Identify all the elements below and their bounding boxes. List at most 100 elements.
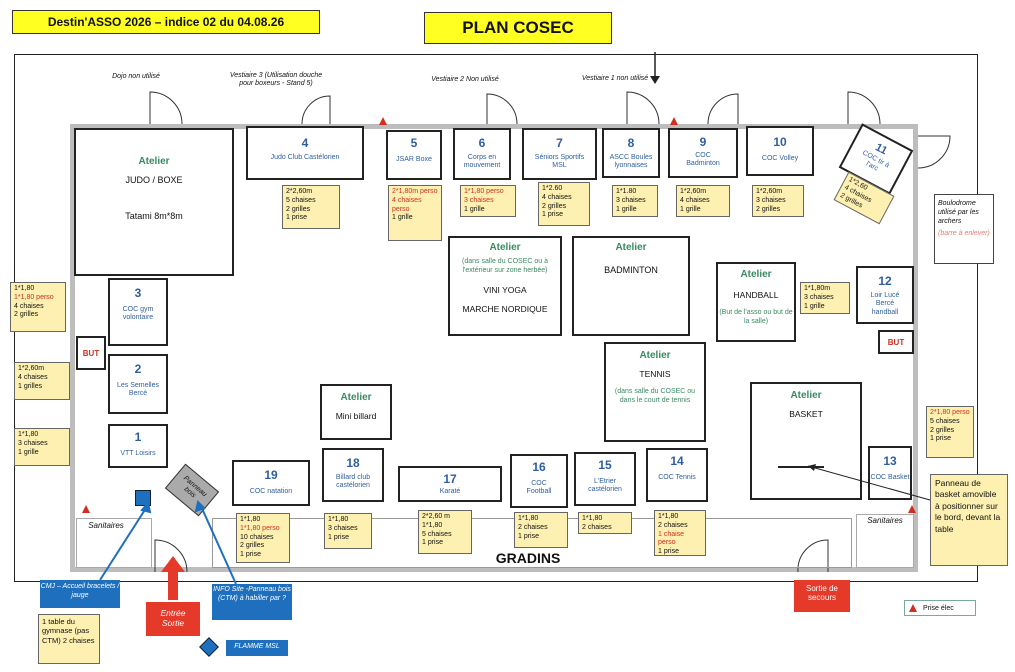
document-title: Destin'ASSO 2026 – indice 02 du 04.08.26 — [12, 10, 320, 34]
stand-name: COC gym volontaire — [122, 306, 154, 322]
stand-number: 3 — [134, 286, 142, 300]
stand-number: 13 — [883, 454, 897, 468]
boulodrome-note: (barre à enlever) — [938, 230, 990, 238]
atelier-sub: (dans salle du COSEC ou dans le court de… — [614, 388, 696, 405]
stand-name: Billard club castélorien — [335, 474, 371, 490]
stand-number: 5 — [410, 136, 418, 150]
vestiaire1-label: Vestiaire 1 non utilisé — [581, 75, 649, 82]
stand-14: 14 COC Tennis — [646, 448, 708, 502]
stand-number: 2 — [134, 362, 142, 376]
gradins-label: GRADINS — [495, 550, 561, 566]
stand-name: COC Badminton — [686, 152, 720, 168]
stand-number: 14 — [670, 454, 684, 468]
stand-number: 16 — [532, 460, 546, 474]
basket-panel-note: Panneau de basket amovible à positionner… — [930, 474, 1008, 566]
basket-line — [778, 466, 824, 468]
stand-12: 12 Loir Lucé Bercé handball — [856, 266, 914, 324]
stand-4: 4 Judo Club Castélorien — [246, 126, 364, 180]
stand-10: 10 COC Volley — [746, 126, 814, 176]
stand-18: 18 Billard club castélorien — [322, 448, 384, 502]
flamme-label: FLAMME MSL — [226, 640, 288, 656]
stand-8: 8 ASCC Boules lyonnaises — [602, 128, 660, 178]
stand-number: 18 — [346, 456, 360, 470]
atelier-name: JUDO / BOXE — [125, 175, 183, 185]
atelier-mini-billard: Atelier Mini billard — [320, 384, 392, 440]
atelier-sub: (But de l'asso ou but de la salle) — [719, 309, 793, 326]
stand-number: 9 — [699, 135, 707, 149]
atelier-name: TENNIS — [639, 369, 671, 379]
stand-number: 4 — [301, 136, 309, 150]
cmj-accueil-label: CMJ – Accueil bracelets / jauge — [40, 580, 120, 608]
stand-19: 19 COC natation — [232, 460, 310, 506]
atelier-title: Atelier — [489, 242, 521, 253]
atelier-title: Atelier — [615, 242, 647, 253]
atelier-badminton: Atelier BADMINTON — [572, 236, 690, 336]
stand-7: 7 Séniors Sportifs MSL — [522, 128, 597, 180]
sanitaires-left-label: Sanitaires — [88, 521, 124, 530]
plan-title: PLAN COSEC — [424, 12, 612, 44]
stand-name: Séniors Sportifs MSL — [534, 154, 585, 170]
atelier-sub: (dans salle du COSEC ou à l'extérieur su… — [462, 258, 548, 275]
stand-name: L'Etrier castélorien — [588, 478, 622, 494]
stand-name: JSAR Boxe — [396, 156, 432, 163]
boulodrome-box: Boulodrome utilisé par les archers (barr… — [934, 194, 994, 264]
stand-name: COC Tennis — [658, 474, 696, 481]
cmj-marker — [135, 490, 151, 506]
sanitaires-right — [856, 514, 914, 568]
stand-name: Loir Lucé Bercé handball — [870, 292, 900, 316]
atelier-name: Mini billard — [335, 411, 377, 421]
stand-number: 8 — [627, 136, 635, 150]
vestiaire3-label: Vestiaire 3 (Utilisation douche pour box… — [229, 72, 323, 88]
vestiaire2-label: Vestiaire 2 Non utilisé — [431, 76, 499, 83]
atelier-sub: Tatami 8m*8m — [125, 211, 183, 221]
legend-prise: Prise élec — [904, 600, 976, 616]
stand-name: Corps en mouvement — [463, 154, 501, 170]
stand-5: 5 JSAR Boxe — [386, 130, 442, 180]
entree-sortie-label: Entrée Sortie — [146, 602, 200, 636]
stand-name: ASCC Boules lyonnaises — [609, 154, 653, 170]
atelier-handball: Atelier HANDBALL (But de l'asso ou but d… — [716, 262, 796, 342]
stand-16: 16 COC Football — [510, 454, 568, 508]
atelier-title: Atelier — [340, 392, 372, 403]
power-outlet-icon — [670, 117, 678, 125]
atelier-vini-yoga: Atelier (dans salle du COSEC ou à l'exté… — [448, 236, 562, 336]
atelier-name-1: VINI YOGA — [483, 285, 527, 296]
stand-17: 17 Karaté — [398, 466, 502, 502]
stand-6: 6 Corps en mouvement — [453, 128, 511, 180]
atelier-name: BADMINTON — [604, 265, 658, 275]
atelier-title: Atelier — [790, 390, 822, 401]
atelier-name: BASKET — [789, 409, 823, 419]
power-outlet-icon — [909, 604, 917, 612]
stand-number: 1 — [134, 430, 142, 444]
sanitaires-right-label: Sanitaires — [867, 516, 903, 525]
stand-number: 15 — [598, 458, 612, 472]
top-arrow — [650, 52, 660, 84]
stand-name: COC Football — [526, 480, 552, 496]
stand-number: 6 — [478, 136, 486, 150]
atelier-name-2: MARCHE NORDIQUE — [462, 304, 548, 315]
goal-left: BUT — [76, 336, 106, 370]
stand-name: Les Semelles Bercé — [116, 382, 160, 398]
power-outlet-icon — [379, 117, 387, 125]
stand-name: Judo Club Castélorien — [270, 154, 340, 161]
atelier-basket: Atelier BASKET — [750, 382, 862, 500]
atelier-title: Atelier — [138, 156, 170, 167]
entrance-arrow-icon — [161, 556, 185, 600]
atelier-name: HANDBALL — [733, 290, 779, 300]
